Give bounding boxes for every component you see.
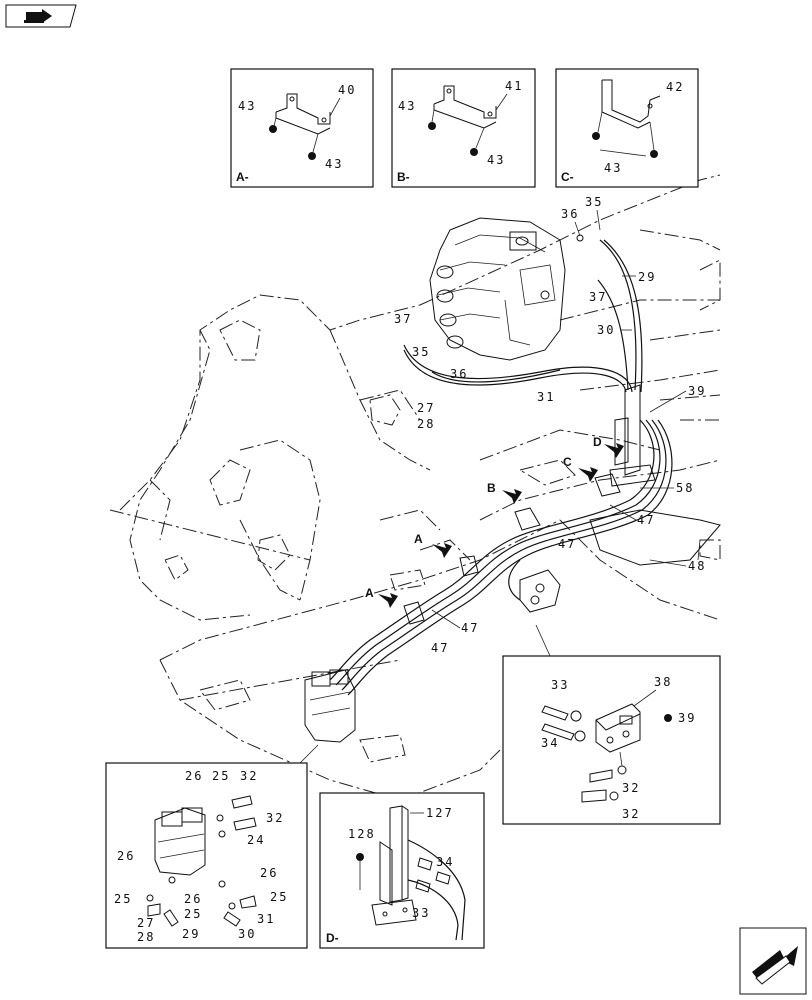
callout-27-p: 27 — [137, 916, 155, 930]
callout-25-p2: 25 — [270, 890, 288, 904]
book-arrow-icon — [24, 9, 52, 23]
callout-48: 48 — [688, 559, 706, 573]
callout-36: 36 — [561, 207, 579, 221]
callout-31-p: 31 — [257, 912, 275, 926]
svg-text:D-: D- — [326, 931, 339, 945]
svg-text:A: A — [414, 532, 423, 546]
callout-43-b1: 43 — [398, 99, 416, 113]
section-arrow-a-upper: A — [414, 532, 452, 558]
section-arrow-c: C — [563, 455, 598, 482]
callout-32-p2: 32 — [266, 811, 284, 825]
section-arrow-b: B — [487, 481, 522, 504]
callout-43-a1: 43 — [238, 99, 256, 113]
callout-34-r: 34 — [541, 736, 559, 750]
detail-view-d: 127 128 34 33 D- — [319, 792, 485, 949]
callout-38: 38 — [654, 675, 672, 689]
svg-text:C-: C- — [561, 170, 574, 184]
callout-34-d: 34 — [436, 855, 454, 869]
detail-view-c: 42 43 C- — [555, 68, 699, 188]
detail-view-b: 43 41 43 B- — [391, 68, 536, 188]
callout-43-b2: 43 — [487, 153, 505, 167]
callout-47-a: 47 — [637, 513, 655, 527]
detail-view-valve-bracket: 33 38 39 34 32 32 — [502, 624, 721, 825]
callout-35-left: 35 — [412, 345, 430, 359]
callout-30: 30 — [597, 323, 615, 337]
section-arrow-d: D — [593, 435, 624, 458]
svg-text:D: D — [593, 435, 602, 449]
callout-26-p4: 26 — [184, 892, 202, 906]
callout-29-p: 29 — [182, 927, 200, 941]
callout-32-r1: 32 — [622, 781, 640, 795]
pilot-valve — [304, 669, 356, 743]
callout-24: 24 — [247, 833, 265, 847]
callout-26-p2: 26 — [117, 849, 135, 863]
svg-text:B-: B- — [397, 170, 410, 184]
hose-clamps — [403, 473, 621, 625]
solenoid-block — [519, 569, 561, 613]
callout-25-p3: 25 — [114, 892, 132, 906]
callout-58: 58 — [676, 481, 694, 495]
callout-47-c: 47 — [461, 621, 479, 635]
callout-39-r: 39 — [678, 711, 696, 725]
next-page-button[interactable] — [739, 927, 807, 995]
callout-40: 40 — [338, 83, 356, 97]
callout-32-r2: 32 — [622, 807, 640, 821]
svg-text:A-: A- — [236, 170, 249, 184]
detail-view-pilot-valve: 26 25 32 32 24 26 26 25 25 26 25 31 27 2… — [105, 744, 319, 949]
callout-28-p: 28 — [137, 930, 155, 944]
callout-128: 128 — [348, 827, 376, 841]
next-page-arrow-icon — [752, 946, 798, 985]
callout-42: 42 — [666, 80, 684, 94]
svg-text:A: A — [365, 586, 374, 600]
detail-view-a: 43 40 43 A- — [230, 68, 374, 188]
callout-29: 29 — [638, 270, 656, 284]
callout-26-p3: 26 — [260, 866, 278, 880]
control-valve — [429, 217, 566, 361]
callout-35: 35 — [585, 195, 603, 209]
callout-36-left: 36 — [450, 367, 468, 381]
callout-43-a2: 43 — [325, 157, 343, 171]
callout-31: 31 — [537, 390, 555, 404]
callout-37-left: 37 — [394, 312, 412, 326]
nav-button[interactable] — [5, 4, 77, 28]
callout-27: 27 — [417, 401, 435, 415]
callout-25-p4: 25 — [184, 907, 202, 921]
main-callouts: 36 35 29 37 30 37 35 36 31 27 28 39 58 4… — [394, 195, 706, 655]
callout-43-c: 43 — [604, 161, 622, 175]
callout-33-d: 33 — [412, 906, 430, 920]
callout-28: 28 — [417, 417, 435, 431]
machine-frame-outline — [109, 174, 721, 801]
callout-39: 39 — [688, 384, 706, 398]
svg-text:B: B — [487, 481, 496, 495]
svg-text:C: C — [563, 455, 572, 469]
callout-41: 41 — [505, 79, 523, 93]
callout-47-d: 47 — [431, 641, 449, 655]
callout-127: 127 — [426, 806, 454, 820]
section-arrow-a-lower: A — [365, 586, 398, 608]
callout-25-p: 25 — [212, 769, 230, 783]
callout-47-b: 47 — [558, 537, 576, 551]
callout-26-p: 26 — [185, 769, 203, 783]
callout-32-p1: 32 — [240, 769, 258, 783]
hose-routing — [329, 239, 721, 696]
callout-37: 37 — [589, 290, 607, 304]
hose-support-stand — [609, 384, 656, 487]
callout-30-p: 30 — [238, 927, 256, 941]
callout-33-r: 33 — [551, 678, 569, 692]
